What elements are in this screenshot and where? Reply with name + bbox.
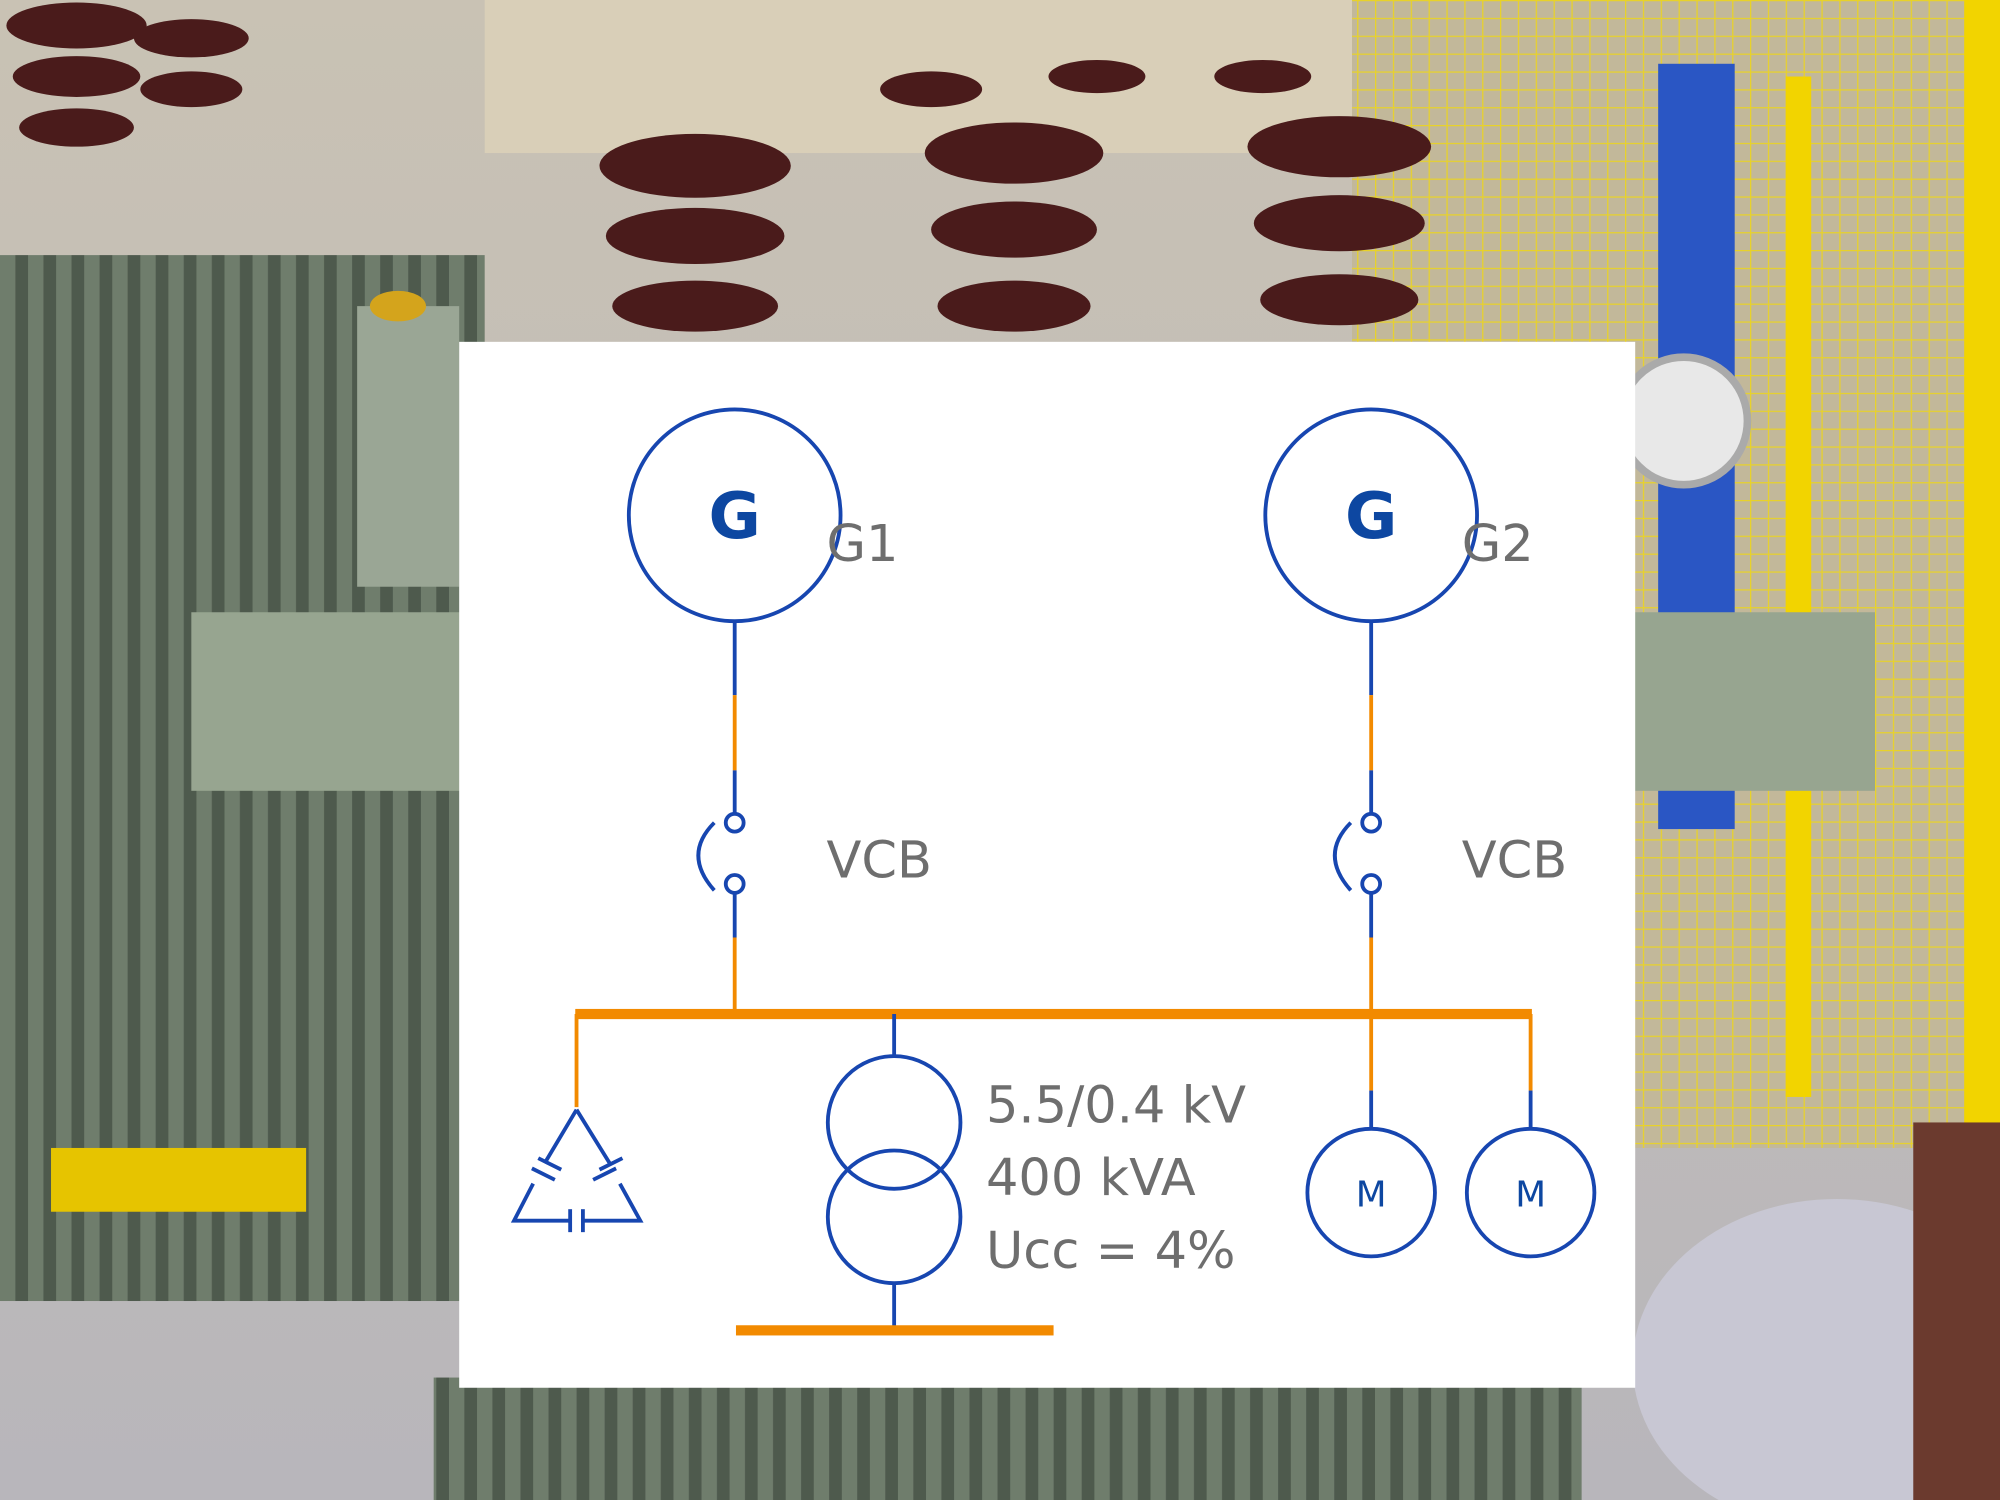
transformer: 5.5/0.4 kV 400 kVA Ucc = 4% — [735, 1014, 1246, 1336]
vcb-breaker-1: VCB — [696, 811, 933, 1015]
transformer-icon — [825, 1014, 963, 1327]
breaker-label: VCB — [827, 832, 933, 891]
transformer-impedance: Ucc = 4% — [986, 1222, 1236, 1281]
generator-symbol: G — [709, 480, 761, 554]
generator-label: G2 — [1462, 515, 1534, 574]
transformer-voltage: 5.5/0.4 kV — [986, 1076, 1246, 1135]
motor-icon — [1464, 1126, 1597, 1259]
vcb-breaker-2: VCB — [1332, 811, 1568, 1091]
capacitor-bank-icon — [510, 1108, 644, 1233]
generator-symbol: G — [1345, 480, 1397, 554]
generator-label: G1 — [827, 515, 899, 574]
transformer-rating: 400 kVA — [986, 1149, 1196, 1208]
motor-2: M — [1464, 1014, 1597, 1259]
generator-icon — [626, 407, 843, 624]
diagram-panel — [459, 341, 1636, 1388]
generator-icon — [1263, 407, 1479, 624]
circuit-breaker-icon — [696, 811, 746, 1015]
breaker-label: VCB — [1462, 832, 1568, 891]
main-busbar — [575, 1008, 1532, 1020]
motor-symbol: M — [1515, 1175, 1546, 1216]
generator-g2: G G2 — [1263, 407, 1534, 624]
capacitor-bank — [510, 1014, 644, 1233]
circuit-breaker-icon — [1332, 811, 1383, 1091]
motor-symbol: M — [1356, 1175, 1387, 1216]
motor-icon — [1305, 1126, 1437, 1259]
generator-g1: G G1 — [626, 407, 899, 624]
lv-busbar — [735, 1325, 1054, 1336]
motor-1: M — [1305, 1090, 1437, 1259]
